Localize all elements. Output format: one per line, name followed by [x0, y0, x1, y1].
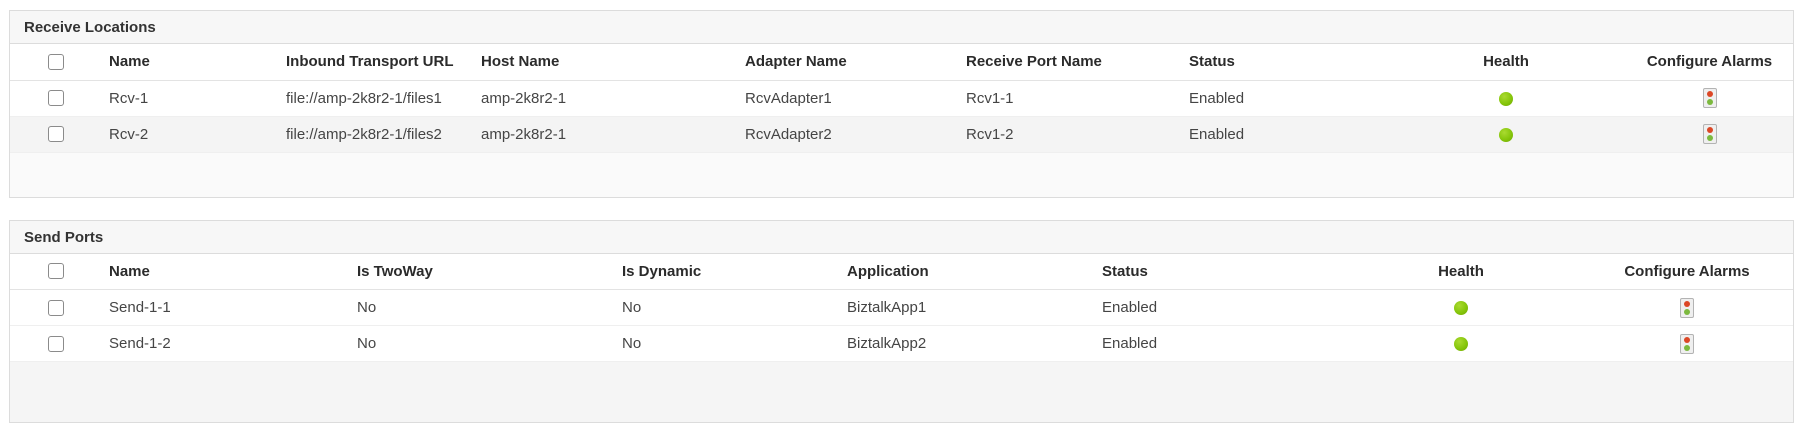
column-header-application: Application [838, 253, 1093, 290]
alarm-red-dot [1684, 300, 1690, 307]
select-all-send-ports-checkbox[interactable] [48, 263, 64, 280]
receive-port-name-cell: Rcv1-2 [957, 116, 1180, 153]
inbound-transport-url-cell: file://amp-2k8r2-1/files2 [277, 116, 472, 153]
send-ports-header-row: Name Is TwoWay Is Dynamic Application St… [10, 253, 1793, 290]
application-cell: BiztalkApp2 [838, 325, 1093, 362]
name-cell: Rcv-2 [100, 116, 277, 153]
inbound-transport-url-cell: file://amp-2k8r2-1/files1 [277, 80, 472, 117]
column-header-inbound-transport-url: Inbound Transport URL [277, 44, 472, 81]
column-header-receive-port-name: Receive Port Name [957, 44, 1180, 81]
column-header-status: Status [1093, 253, 1341, 290]
status-cell: Enabled [1093, 289, 1341, 326]
receive-locations-title: Receive Locations [10, 11, 1793, 44]
configure-alarms-icon[interactable] [1702, 124, 1717, 144]
row-select-checkbox[interactable] [48, 299, 64, 316]
host-name-cell: amp-2k8r2-1 [472, 116, 736, 153]
adapter-name-cell: RcvAdapter1 [736, 80, 957, 117]
select-all-receive-locations-checkbox[interactable] [48, 53, 64, 70]
application-cell: BiztalkApp1 [838, 289, 1093, 326]
alarm-red-dot [1706, 91, 1713, 97]
send-ports-title: Send Ports [10, 220, 1793, 254]
column-header-host-name: Host Name [472, 44, 736, 81]
row-select-checkbox[interactable] [48, 126, 64, 142]
column-header-name: Name [100, 253, 348, 290]
row-select-checkbox[interactable] [48, 90, 64, 106]
column-header-health: Health [1386, 44, 1626, 81]
send-ports-footer [10, 362, 1793, 422]
column-header-configure-alarms: Configure Alarms [1581, 253, 1793, 290]
alarm-green-dot [1706, 99, 1713, 105]
status-cell: Enabled [1180, 80, 1386, 117]
alarm-green-dot [1706, 135, 1713, 141]
health-status-icon [1454, 301, 1468, 316]
health-status-icon [1499, 127, 1513, 142]
configure-alarms-icon[interactable] [1680, 333, 1694, 354]
name-cell: Rcv-1 [100, 80, 277, 117]
status-cell: Enabled [1180, 116, 1386, 153]
column-header-health: Health [1341, 253, 1581, 290]
alarm-red-dot [1684, 336, 1690, 343]
column-header-is-dynamic: Is Dynamic [613, 253, 838, 290]
column-header-adapter-name: Adapter Name [736, 44, 957, 81]
row-select-checkbox[interactable] [48, 335, 64, 352]
receive-locations-table: Name Inbound Transport URL Host Name Ada… [10, 44, 1793, 153]
is-dynamic-cell: No [613, 289, 838, 326]
configure-alarms-icon[interactable] [1680, 297, 1694, 318]
is-dynamic-cell: No [613, 325, 838, 362]
status-cell: Enabled [1093, 325, 1341, 362]
alarm-green-dot [1684, 308, 1690, 315]
receive-port-name-cell: Rcv1-1 [957, 80, 1180, 117]
alarm-red-dot [1706, 127, 1713, 133]
send-ports-panel: Send Ports Name Is TwoWay Is Dynamic App… [9, 219, 1794, 423]
receive-locations-header-row: Name Inbound Transport URL Host Name Ada… [10, 44, 1793, 81]
table-row: Send-1-2 No No BiztalkApp2 Enabled [10, 325, 1793, 362]
name-cell: Send-1-2 [100, 325, 348, 362]
health-status-icon [1454, 337, 1468, 352]
alarm-green-dot [1684, 344, 1690, 351]
table-row: Rcv-1 file://amp-2k8r2-1/files1 amp-2k8r… [10, 80, 1793, 117]
table-row: Send-1-1 No No BiztalkApp1 Enabled [10, 289, 1793, 326]
name-cell: Send-1-1 [100, 289, 348, 326]
is-twoway-cell: No [348, 289, 613, 326]
health-status-icon [1499, 91, 1513, 106]
configure-alarms-icon[interactable] [1702, 88, 1717, 108]
host-name-cell: amp-2k8r2-1 [472, 80, 736, 117]
column-header-name: Name [100, 44, 277, 81]
send-ports-table: Name Is TwoWay Is Dynamic Application St… [10, 253, 1793, 362]
is-twoway-cell: No [348, 325, 613, 362]
column-header-status: Status [1180, 44, 1386, 81]
column-header-is-twoway: Is TwoWay [348, 253, 613, 290]
receive-locations-footer [10, 152, 1793, 197]
column-header-configure-alarms: Configure Alarms [1626, 44, 1793, 81]
receive-locations-panel: Receive Locations Name Inbound Transport… [9, 10, 1794, 198]
adapter-name-cell: RcvAdapter2 [736, 116, 957, 153]
table-row: Rcv-2 file://amp-2k8r2-1/files2 amp-2k8r… [10, 116, 1793, 153]
